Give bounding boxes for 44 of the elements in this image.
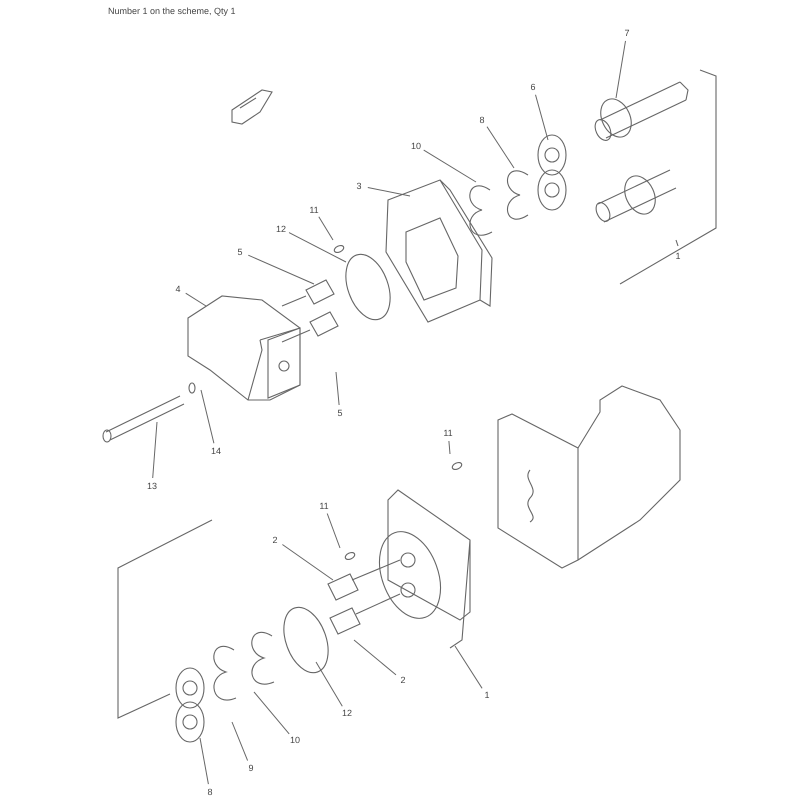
callout-number: 8 — [478, 115, 486, 125]
callout-number: 11 — [442, 428, 454, 438]
callout-number: 1 — [484, 690, 490, 700]
leader-line — [282, 544, 334, 580]
callout-number: 10 — [410, 141, 422, 151]
callout-number: 3 — [356, 181, 362, 191]
leader-line — [185, 292, 206, 306]
callout-number: 10 — [289, 735, 301, 745]
callout-number: 9 — [248, 763, 254, 773]
callout-number: 13 — [146, 481, 158, 491]
leader-line — [200, 390, 214, 444]
callout-number: 2 — [400, 675, 406, 685]
leader-line — [254, 692, 290, 734]
leader-line — [200, 738, 209, 785]
callout-number: 7 — [624, 28, 630, 38]
leader-line — [318, 216, 334, 240]
callout-number: 1 — [674, 251, 682, 261]
leader-line — [367, 187, 410, 196]
leader-line — [454, 646, 483, 689]
leader-line — [288, 232, 346, 262]
leader-line — [616, 40, 626, 98]
callout-number: 8 — [206, 787, 214, 797]
callout-number: 11 — [318, 501, 330, 511]
callout-number: 6 — [530, 82, 536, 92]
callout-number: 11 — [308, 205, 320, 215]
callout-number: 12 — [341, 708, 353, 718]
title: Number 1 on the scheme, Qty 1 — [108, 6, 236, 16]
callout-number: 2 — [272, 535, 278, 545]
callout-number: 5 — [236, 247, 244, 257]
leader-line — [423, 150, 476, 182]
leader-line — [448, 440, 450, 454]
leader-line — [336, 372, 340, 406]
leader-line — [535, 94, 548, 140]
leader-line — [326, 513, 340, 548]
leader-line — [152, 422, 158, 478]
leader-line — [232, 722, 248, 762]
callout-number: 5 — [336, 408, 344, 418]
leader-line — [248, 254, 314, 284]
leader-line — [316, 662, 343, 707]
callout-number: 14 — [210, 446, 222, 456]
leader-line — [354, 640, 396, 676]
callout-number: 4 — [174, 284, 182, 294]
callout-number: 12 — [275, 224, 287, 234]
leader-line — [486, 126, 514, 168]
